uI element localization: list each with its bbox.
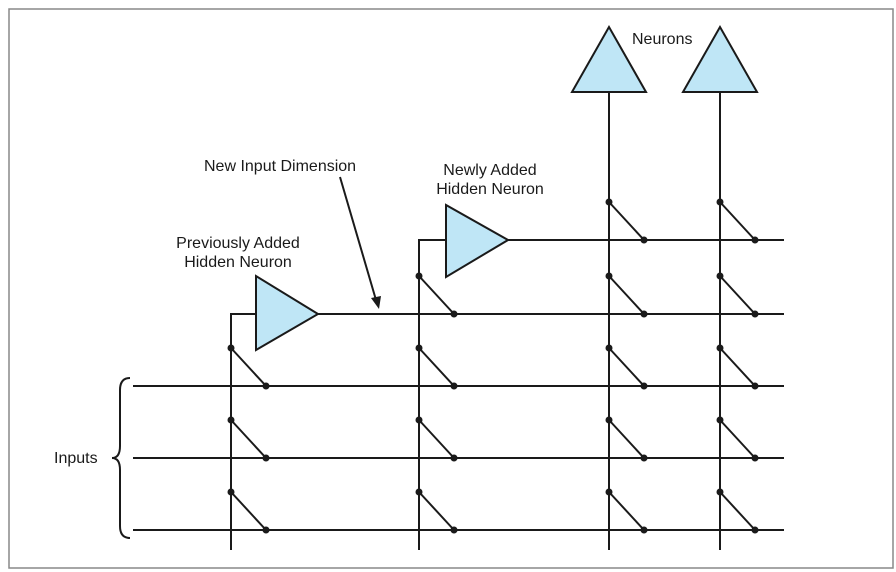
weight-switch-3-1 [608, 201, 645, 241]
weight-node-4-5-end [751, 526, 759, 534]
weight-node-3-5-end [640, 526, 648, 534]
weight-node-3-1-end [640, 236, 648, 244]
weight-node-3-2-start [605, 272, 613, 280]
weight-switch-4-1 [719, 201, 756, 241]
weight-switch-1-3 [230, 491, 267, 531]
weight-switch-2-3 [418, 419, 455, 459]
weight-node-3-4-start [605, 416, 613, 424]
weight-node-4-5-start [716, 488, 724, 496]
weight-node-3-1-start [605, 198, 613, 206]
weight-node-4-4-start [716, 416, 724, 424]
output-neuron-2 [681, 24, 759, 93]
weight-node-4-4-end [751, 454, 759, 462]
weight-node-1-3-end [262, 526, 270, 534]
weight-node-4-2-end [751, 310, 759, 318]
weight-node-2-2-end [450, 382, 458, 390]
new-input-dimension-label: New Input Dimension [204, 158, 357, 175]
weight-switch-4-2 [719, 275, 756, 315]
previous-hidden-neuron [255, 274, 320, 352]
weight-node-4-1-start [716, 198, 724, 206]
weight-node-1-1-end [262, 382, 270, 390]
weight-node-3-3-start [605, 344, 613, 352]
weight-node-1-2-end [262, 454, 270, 462]
weight-switch-4-4 [719, 419, 756, 459]
inputs-label: Inputs [54, 450, 98, 467]
weight-node-3-5-start [605, 488, 613, 496]
weight-node-3-3-end [640, 382, 648, 390]
weight-node-4-1-end [751, 236, 759, 244]
weight-switch-3-2 [608, 275, 645, 315]
previously-added-label-line2: Hidden Neuron [184, 254, 292, 271]
weight-node-4-2-start [716, 272, 724, 280]
weight-node-4-3-end [751, 382, 759, 390]
weight-switch-3-3 [608, 347, 645, 387]
weight-switch-1-1 [230, 347, 267, 387]
weight-switch-2-1 [418, 275, 455, 315]
weight-switch-2-2 [418, 347, 455, 387]
weight-node-2-1-end [450, 310, 458, 318]
weight-node-2-1-start [415, 272, 423, 280]
weight-node-3-2-end [640, 310, 648, 318]
weight-node-2-4-start [415, 488, 423, 496]
figure-frame [8, 8, 894, 569]
weight-node-1-2-start [227, 416, 235, 424]
previously-added-label-line1: Previously Added [176, 235, 300, 252]
weight-switch-3-5 [608, 491, 645, 531]
new-hidden-neuron [445, 203, 510, 279]
weight-node-2-3-start [415, 416, 423, 424]
new-input-arrow-line [339, 176, 377, 301]
weight-switch-4-3 [719, 347, 756, 387]
neurons-label: Neurons [632, 31, 693, 48]
weight-node-1-1-start [227, 344, 235, 352]
weight-node-1-3-start [227, 488, 235, 496]
weight-node-2-4-end [450, 526, 458, 534]
weight-switch-4-5 [719, 491, 756, 531]
weight-switch-1-2 [230, 419, 267, 459]
newly-added-label-line1: Newly Added [443, 162, 537, 179]
weight-switch-2-4 [418, 491, 455, 531]
weight-node-2-3-end [450, 454, 458, 462]
column-1-line [230, 313, 256, 550]
weight-connections [227, 198, 759, 534]
weight-switch-3-4 [608, 419, 645, 459]
new-input-arrow-head [371, 296, 381, 309]
weight-node-3-4-end [640, 454, 648, 462]
output-neuron-1 [570, 24, 648, 93]
weight-node-4-3-start [716, 344, 724, 352]
previously-added-hidden-neuron-label: Previously Added Hidden Neuron [160, 234, 316, 272]
column-2-line [418, 239, 446, 550]
newly-added-label-line2: Hidden Neuron [436, 181, 544, 198]
newly-added-hidden-neuron-label: Newly Added Hidden Neuron [420, 161, 560, 199]
weight-node-2-2-start [415, 344, 423, 352]
inputs-brace [111, 377, 131, 539]
